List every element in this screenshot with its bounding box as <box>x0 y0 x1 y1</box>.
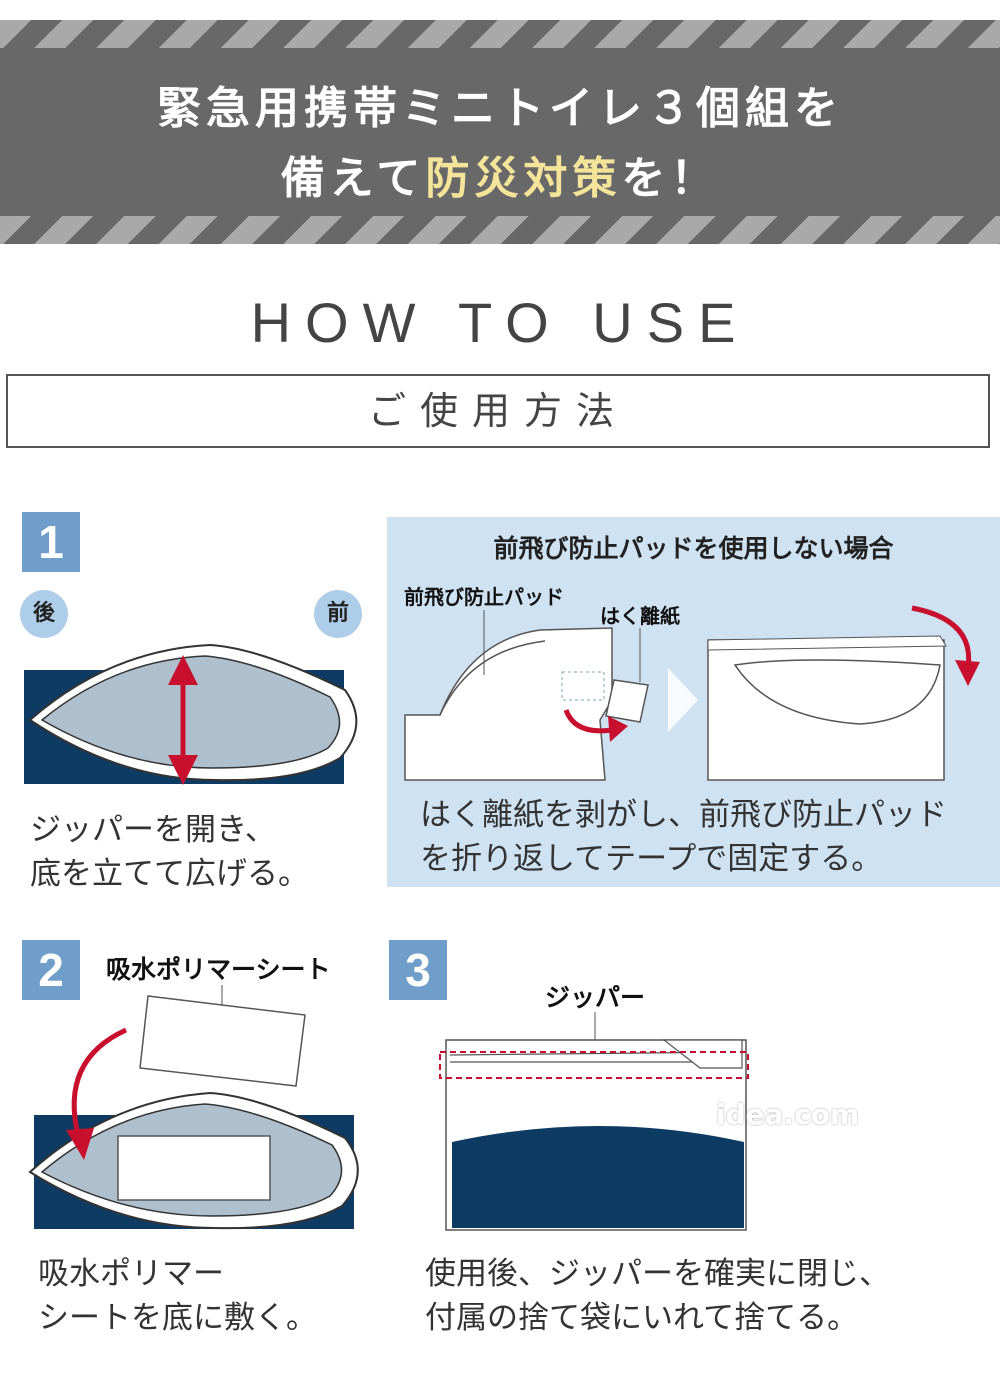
step-1-description: ジッパーを開き、 底を立てて広げる。 <box>30 812 309 892</box>
back-label-circle: 後 <box>20 590 68 638</box>
step-2-badge: 2 <box>22 940 80 1000</box>
step-1-badge: 1 <box>22 512 80 572</box>
sheet-placed <box>117 1135 271 1201</box>
step-1-bag-inside <box>40 655 341 769</box>
how-to-use-title: HOW TO USE <box>250 291 750 354</box>
banner: 緊急用携帯ミニトイレ３個組を 備えて防災対策を！ <box>0 20 1000 244</box>
step-2-description: 吸水ポリマー シートを底に敷く。 <box>38 1256 317 1336</box>
pad-panel-title: 前飛び防止パッドを使用しない場合 <box>493 534 894 563</box>
step-1-arrow-down-icon <box>168 755 198 785</box>
fold-arrow <box>911 605 972 669</box>
banner-stripes-top <box>0 20 1000 48</box>
peel-arrow <box>563 708 613 734</box>
pad-description: はく離紙を剥がし、前飛び防止パッド を折り返してテープで固定する。 <box>420 797 947 877</box>
peel-arrow-head-icon <box>608 716 628 742</box>
banner-line-2-pre: 備えて <box>280 153 426 204</box>
place-arrow <box>71 1027 128 1136</box>
front-label-circle: 前 <box>314 590 362 638</box>
zipper-slider <box>662 1039 743 1069</box>
banner-line-2-post: を！ <box>621 153 720 204</box>
step-1-arrow-up-icon <box>168 655 198 685</box>
release-paper-label: はく離紙 <box>600 604 680 628</box>
release-paper <box>605 679 649 723</box>
usage-subtitle-box: ご使用方法 <box>6 374 990 448</box>
step-3-bag-bottom <box>452 1126 744 1228</box>
polymer-sheet <box>139 995 306 1087</box>
folded-pad <box>733 659 941 725</box>
step-3-badge: 3 <box>389 940 447 1000</box>
banner-stripes-bottom <box>0 216 1000 244</box>
watermark: idea.com <box>716 1098 860 1131</box>
banner-highlight: 防災対策 <box>425 153 622 204</box>
pad-tape-area <box>561 671 605 701</box>
banner-line-1: 緊急用携帯ミニトイレ３個組を <box>157 83 843 134</box>
fold-arrow-head-icon <box>955 660 980 686</box>
zipper-highlight <box>439 1051 749 1079</box>
banner-line-2: 備えて防災対策を！ <box>0 142 1000 206</box>
chevron-right-icon <box>668 668 698 732</box>
zipper-label: ジッパー <box>545 983 646 1012</box>
pad-edge <box>439 640 546 716</box>
step-3-description: 使用後、ジッパーを確実に閉じ、 付属の捨て袋にいれて捨てる。 <box>425 1256 890 1336</box>
pad-label: 前飛び防止パッド <box>404 585 564 609</box>
polymer-sheet-label: 吸水ポリマーシート <box>106 955 331 984</box>
pad-zipper-right <box>707 635 947 651</box>
place-arrow-head-icon <box>66 1128 94 1160</box>
